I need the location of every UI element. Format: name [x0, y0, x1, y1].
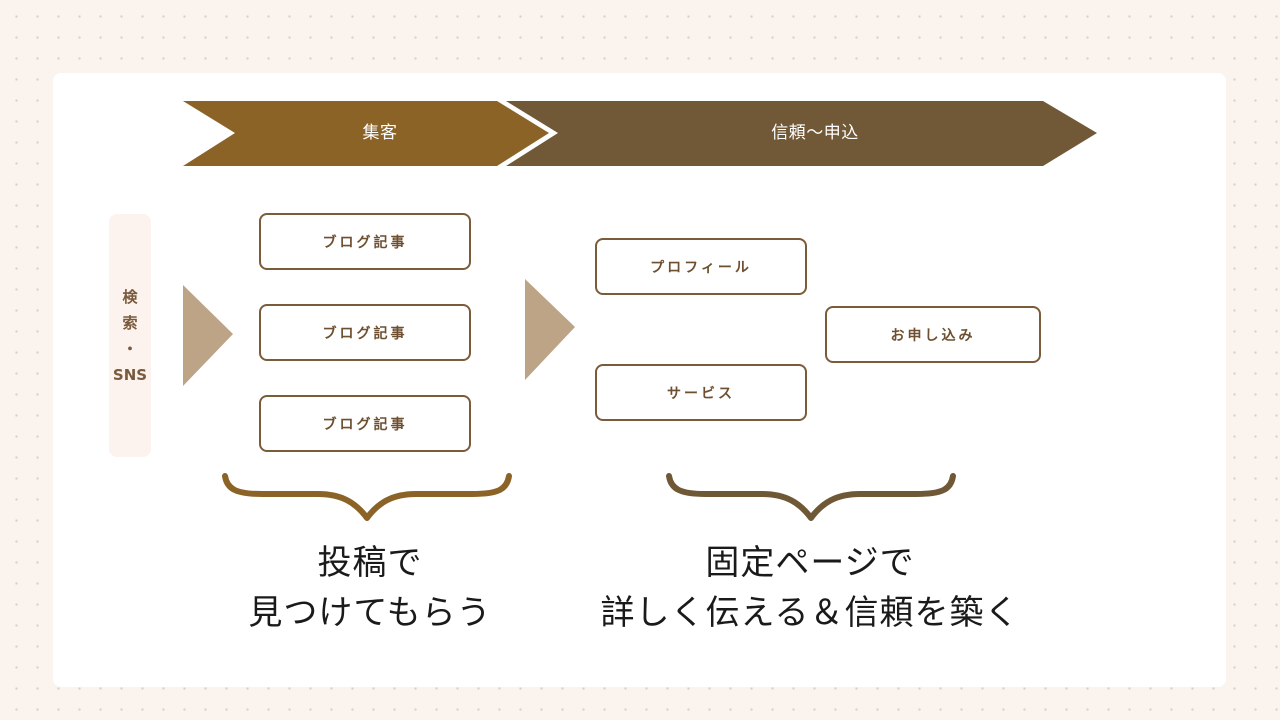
- trust-arrow: [506, 101, 1097, 166]
- acquisition-arrow: [183, 101, 549, 166]
- apply-page-box: お申し込み: [825, 306, 1041, 363]
- left-brace: [222, 473, 512, 521]
- acquisition-phase-label: 集客: [362, 123, 398, 143]
- flow-arrow-2: [525, 279, 575, 380]
- right-caption: 固定ページで 詳しく伝える＆信頼を築く: [600, 543, 1020, 633]
- service-page-box: サービス: [595, 364, 807, 421]
- trust-phase-label: 信頼〜申込: [771, 123, 859, 143]
- right-brace: [666, 473, 956, 521]
- source-label: 検 索 ・ SNS: [112, 287, 148, 384]
- blog-post-box-3: ブログ記事: [259, 395, 471, 452]
- blog-post-box-1: ブログ記事: [259, 213, 471, 270]
- profile-page-box: プロフィール: [595, 238, 807, 295]
- flow-arrow-1: [183, 285, 233, 386]
- left-caption: 投稿で 見つけてもらう: [248, 543, 492, 633]
- source-pill: 検 索 ・ SNS: [109, 214, 151, 457]
- blog-post-box-2: ブログ記事: [259, 304, 471, 361]
